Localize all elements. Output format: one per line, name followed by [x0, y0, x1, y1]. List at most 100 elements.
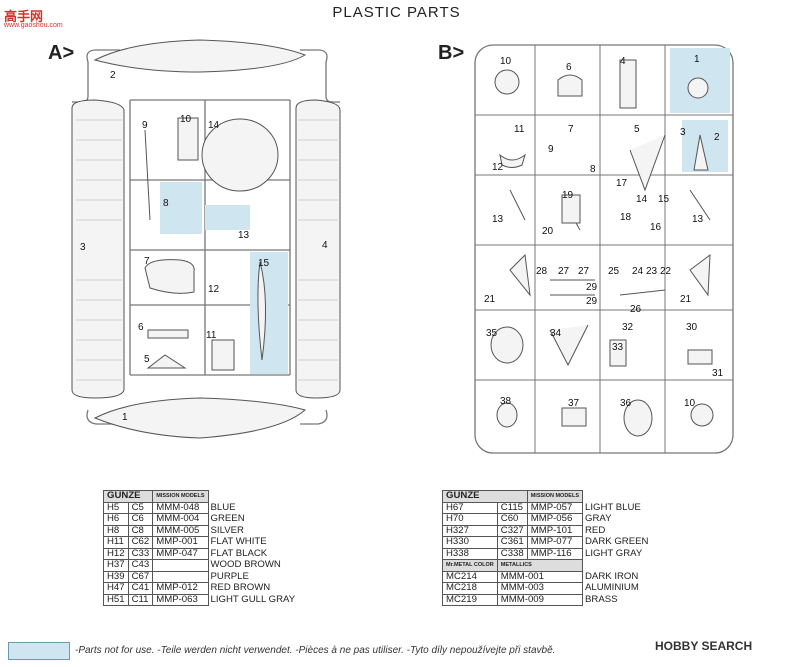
paint-cell-h: H47	[103, 582, 129, 595]
sprue-b-part-37: 37	[568, 398, 580, 409]
paint-cell-name: RED	[585, 524, 606, 536]
watermark-url: www.gaoshou.com	[4, 22, 63, 29]
metallic-cell-name: DARK IRON	[585, 570, 639, 582]
metallic-cell-code: MC218	[442, 582, 498, 595]
paint-header-row: GUNZE MISSION MODELS	[442, 490, 652, 503]
paint-cell-h: H51	[103, 593, 129, 606]
paint-cell-c: C361	[496, 536, 528, 549]
paint-cell-name: SILVER	[210, 524, 244, 536]
sprue-a: 2 1 3 4 5 6 7 8 9 10 11 12 13 14 15	[0, 0, 400, 470]
sprue-a-part-8: 8	[163, 198, 169, 209]
metallic-cell-m: MMM-003	[496, 582, 584, 595]
paint-cell-name: FLAT WHITE	[210, 536, 267, 548]
paint-cell-h: H5	[103, 501, 129, 514]
sprue-b-drawing: 10 6 4 1 11 12 7 9 8 5 3 2 17 19 14 15 1…	[474, 44, 734, 454]
paint-cell-name: WOOD BROWN	[210, 559, 281, 571]
paint-cell-m: MMP-101	[526, 524, 584, 537]
sprue-a-part-7: 7	[144, 256, 150, 267]
sprue-b-part-15: 15	[658, 194, 670, 205]
paint-cell-h: H8	[103, 524, 129, 537]
sprue-b-part-36: 36	[620, 398, 632, 409]
sprue-b-part-32: 32	[622, 322, 634, 333]
paint-cell-m: MMM-048	[152, 501, 209, 514]
sprue-b-part-21b: 21	[680, 294, 692, 305]
sprue-a-part-3: 3	[80, 242, 86, 253]
sprue-a-label: A>	[48, 42, 75, 64]
paint-cell-c: C41	[127, 582, 154, 595]
sprue-b-part-9: 9	[548, 144, 554, 155]
sprue-b-part-10b: 10	[684, 398, 696, 409]
sprue-b: 10 6 4 1 11 12 7 9 8 5 3 2 17 19 14 15 1…	[470, 40, 740, 460]
sprue-a-drawing: 2 1 3 4 5 6 7 8 9 10 11 12 13 14 15	[71, 39, 341, 439]
paint-cell-m: MMP-057	[526, 501, 584, 514]
sprue-b-part-10a: 10	[500, 56, 512, 67]
paint-cell-name: LIGHT BLUE	[585, 501, 641, 513]
paint-cell-c: C6	[127, 513, 154, 526]
mission-header: MISSION MODELS	[526, 490, 584, 503]
sprue-a-part-2: 2	[110, 70, 116, 81]
paint-cell-m: MMP-116	[526, 547, 584, 560]
sprue-a-part-13: 13	[238, 230, 250, 241]
sprue-b-part-8: 8	[590, 164, 596, 175]
sprue-b-part-18: 18	[620, 212, 632, 223]
sprue-b-part-4: 4	[620, 56, 626, 67]
sprue-b-part-3: 3	[680, 127, 686, 138]
sprue-b-part-25: 25	[608, 266, 620, 277]
paint-cell-name: GRAY	[585, 513, 612, 525]
sprue-b-part-19: 19	[562, 190, 574, 201]
paint-cell-c: C33	[127, 547, 154, 560]
sprue-b-part-1: 1	[694, 54, 700, 65]
paint-cell-name: GREEN	[210, 513, 245, 525]
gunze-header: GUNZE	[102, 490, 154, 503]
sprue-b-part-11: 11	[514, 124, 525, 135]
sprue-b-part-31: 31	[712, 368, 724, 379]
sprue-a-part-14: 14	[208, 120, 220, 131]
sprue-a-part-12: 12	[208, 284, 220, 295]
sprue-b-part-2: 2	[714, 132, 720, 143]
paint-cell-c: C43	[127, 559, 154, 572]
paint-cell-c: C5	[127, 501, 154, 514]
sprue-b-part-38: 38	[500, 396, 512, 407]
paint-cell-c: C11	[127, 593, 154, 606]
sprue-b-part-24: 24	[632, 266, 644, 277]
sprue-b-label: B>	[438, 42, 465, 64]
sprue-b-part-28: 28	[536, 266, 548, 277]
metallic-cell-m: MMM-009	[496, 593, 584, 606]
paint-cell-c: C60	[496, 513, 528, 526]
sprue-a-part-1: 1	[122, 412, 128, 423]
paint-cell-name: PURPLE	[210, 570, 249, 582]
unused-part-swatch	[8, 642, 70, 660]
paint-cell-h: H338	[442, 547, 498, 560]
sprue-b-part-17: 17	[616, 178, 628, 189]
sprue-b-part-12: 12	[492, 162, 504, 173]
sprue-b-part-29a: 29	[586, 282, 598, 293]
legend-text: -Parts not for use. -Teile werden nicht …	[75, 645, 556, 656]
paint-cell-h: H11	[103, 536, 129, 549]
sprue-b-part-21a: 21	[484, 294, 496, 305]
sprue-b-part-27a: 27	[558, 266, 570, 277]
brand-logo: HOBBY SEARCH	[655, 639, 753, 653]
paint-cell-c: C338	[496, 547, 528, 560]
paint-cell-c: C115	[496, 501, 528, 514]
paint-cell-name: DARK GREEN	[585, 536, 649, 548]
sprue-a-part-15: 15	[258, 258, 270, 269]
paint-cell-h: H12	[103, 547, 129, 560]
sprue-b-part-20: 20	[542, 226, 554, 237]
metallic-cell-name: BRASS	[585, 593, 618, 605]
paint-cell-c: C62	[127, 536, 154, 549]
paint-cell-c: C67	[127, 570, 154, 583]
paint-cell-m: MMP-012	[152, 582, 209, 595]
paint-header-row: GUNZE MISSION MODELS	[102, 490, 299, 503]
paint-cell-m	[152, 559, 209, 572]
metallics-header: METALLICS	[496, 559, 584, 572]
sprue-b-part-34: 34	[550, 328, 562, 339]
sprue-a-unused-13	[205, 205, 250, 230]
